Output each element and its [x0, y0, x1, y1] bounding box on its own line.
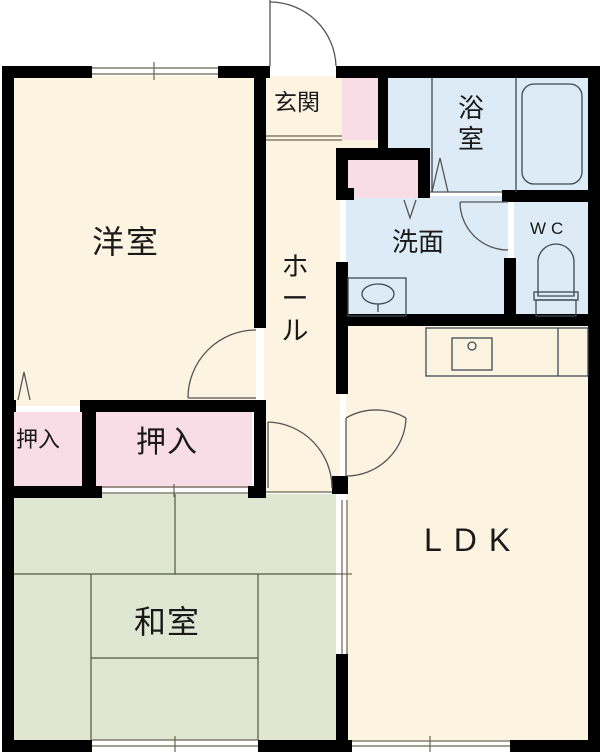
youshitsu-floor: [12, 76, 256, 406]
room-label-hall: ホール: [281, 252, 309, 347]
toilet: [537, 243, 575, 297]
walls: [2, 66, 600, 752]
room-label-oshiire-small: 押入: [16, 428, 61, 453]
tatami-lines: [12, 494, 336, 740]
fixtures: [347, 78, 589, 377]
floor-fills: [12, 76, 588, 740]
room-label-genkan: 玄関: [274, 90, 320, 116]
genkan-floor: [264, 76, 342, 140]
room-label-washitsu: 和室: [134, 603, 201, 641]
room-label-wc: WC: [530, 219, 569, 238]
washitsu-floor: [12, 494, 336, 740]
windows: [90, 62, 510, 752]
bathtub: [521, 83, 583, 185]
room-label-senmen: 洗面: [392, 228, 445, 258]
wash-basin-counter: [347, 277, 407, 317]
room-label-ldk: LDK: [424, 522, 523, 558]
doors: [17, 0, 509, 489]
room-label-youshitsu: 洋室: [92, 223, 161, 261]
hall-floor: [264, 140, 340, 492]
senmen-storage: [346, 160, 420, 198]
senmen-floor: [346, 196, 508, 316]
kitchen-counter: [425, 327, 589, 377]
ldk-floor: [346, 324, 588, 740]
genkan-shoebox: [342, 76, 380, 140]
room-label-yokushitsu: 浴室: [457, 94, 484, 155]
oshiire-large-floor: [96, 412, 252, 488]
oshiire-small-floor: [12, 412, 84, 488]
wc-floor: [514, 198, 588, 316]
room-label-oshiire-large: 押入: [136, 425, 198, 460]
kitchen-sink: [451, 337, 493, 371]
